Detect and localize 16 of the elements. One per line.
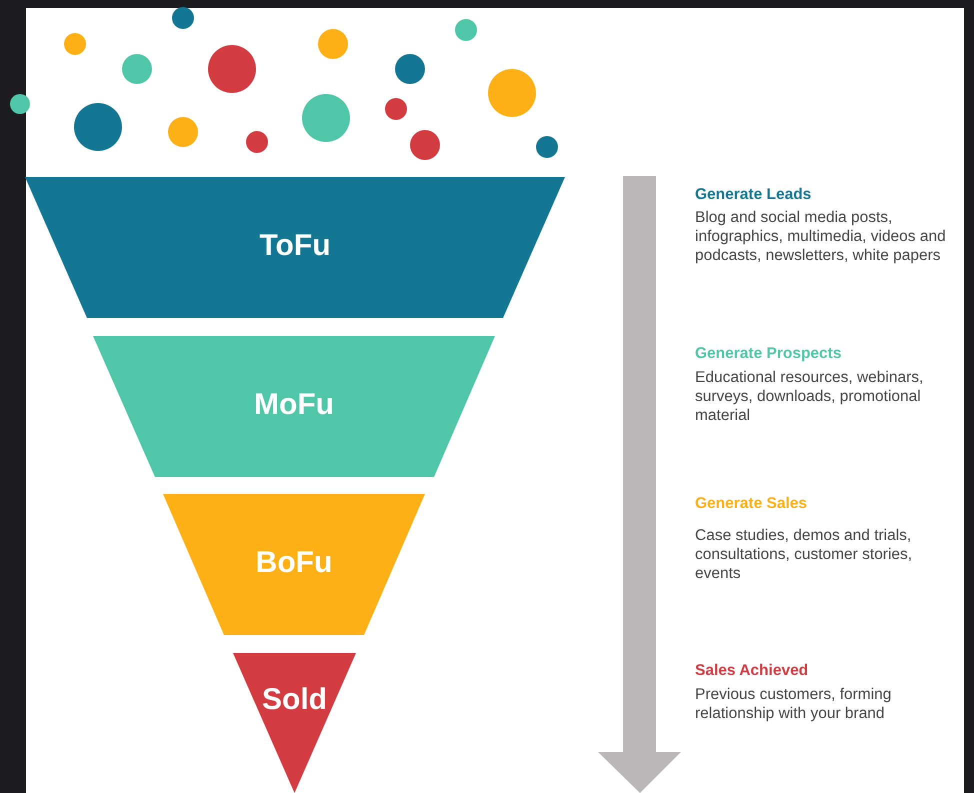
stage-heading: Generate Leads	[695, 185, 812, 204]
stage-label: ToFu	[258, 229, 332, 263]
stage-label: Sold	[261, 683, 328, 717]
funnel-stage	[233, 653, 356, 793]
stage-heading: Generate Sales	[695, 494, 808, 513]
stage-label: MoFu	[253, 388, 335, 422]
funnel-stage	[163, 494, 425, 635]
stage-description: Blog and social media posts, infographics, multimedia, videos and podcasts, newsletters, white papers	[695, 208, 947, 265]
funnel-stage	[25, 177, 565, 318]
funnel-stage	[93, 336, 495, 477]
stage-heading: Sales Achieved	[695, 661, 810, 680]
stage-description: Case studies, demos and trials, consultations, customer stories, events	[695, 526, 914, 583]
stage-description: Educational resources, webinars, surveys, downloads, promotional material	[695, 368, 924, 425]
stage-label: BoFu	[254, 546, 334, 580]
stage-heading: Generate Prospects	[695, 344, 842, 363]
stage-description: Previous customers, forming relationship with your brand	[695, 685, 892, 723]
